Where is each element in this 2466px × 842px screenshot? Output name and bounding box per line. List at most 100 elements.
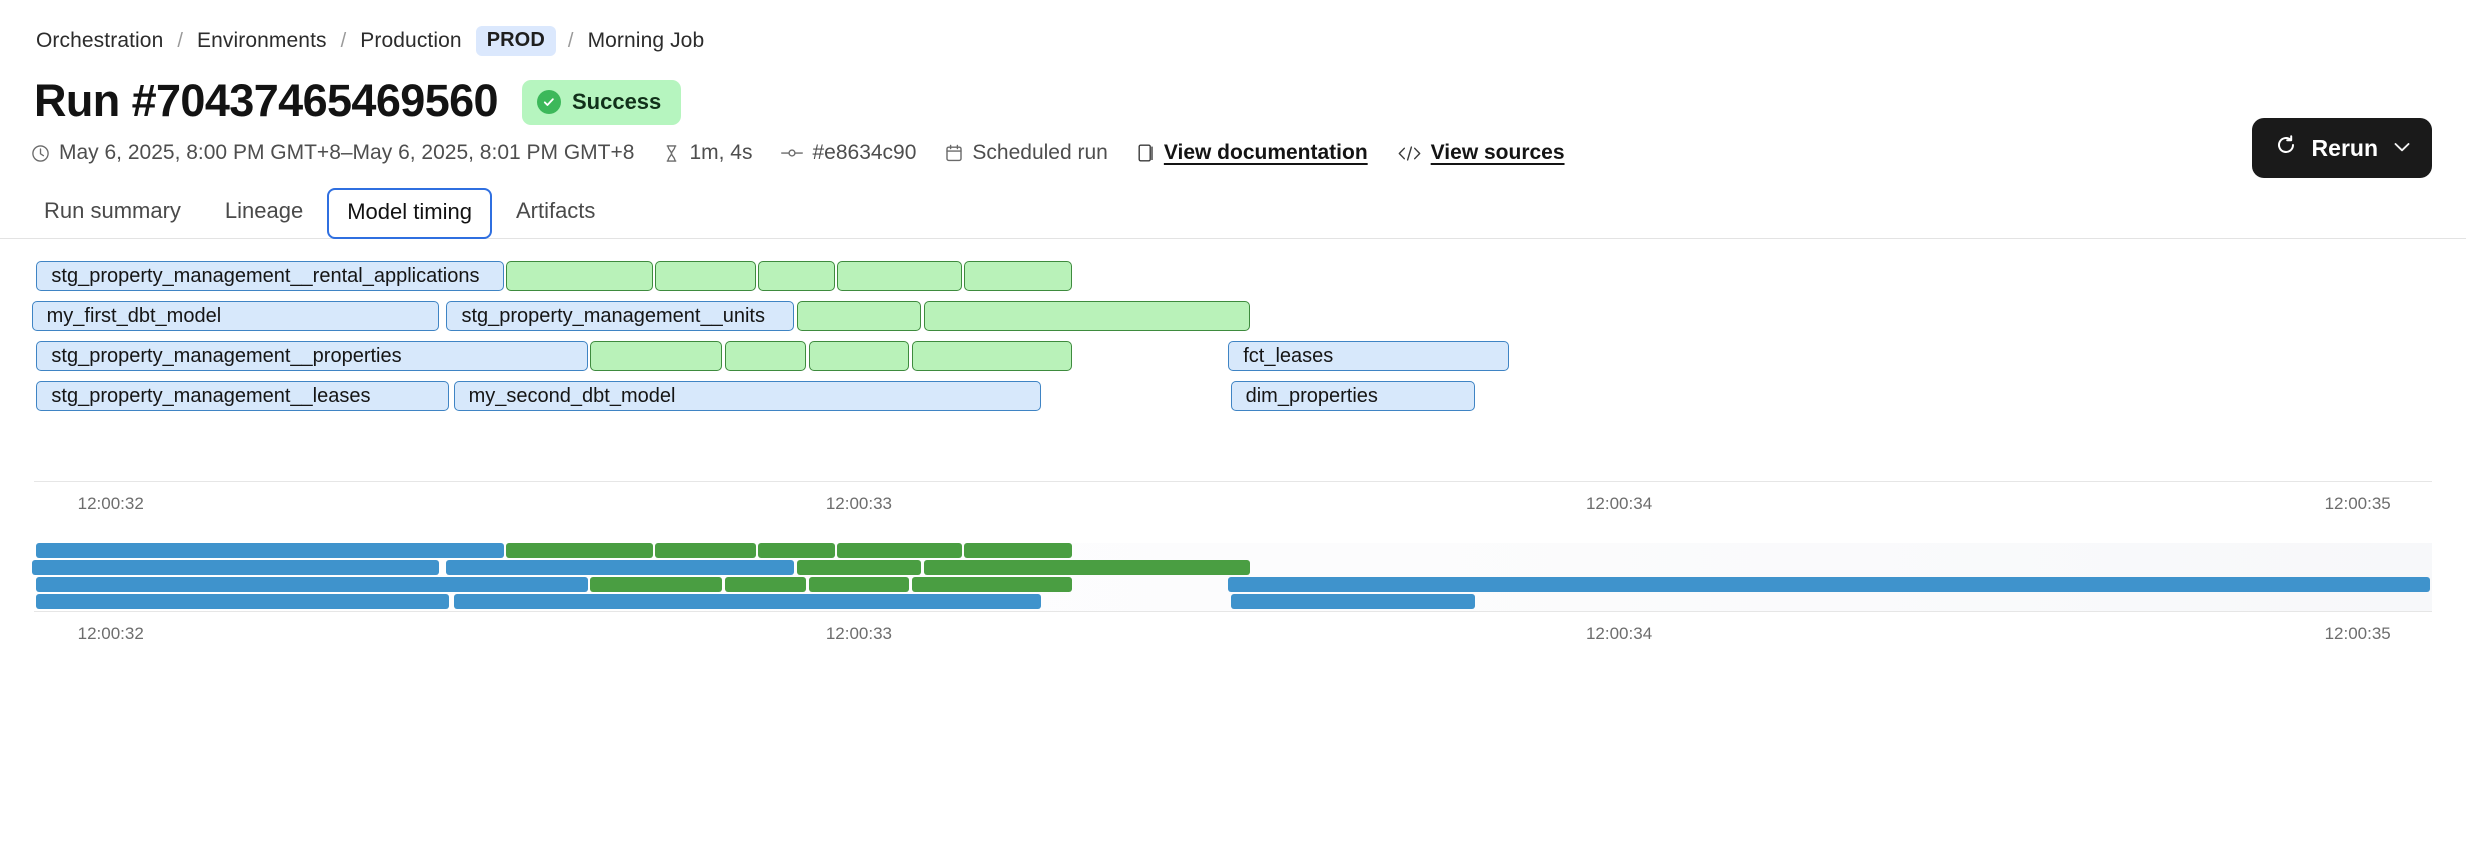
axis-tick-label: 12:00:34	[1585, 624, 1653, 643]
meta-sources[interactable]: View sources	[1397, 141, 1565, 165]
tab-artifacts[interactable]: Artifacts	[515, 198, 596, 223]
minimap-row	[34, 577, 2432, 592]
tab-run-summary[interactable]: Run summary	[44, 198, 181, 223]
breadcrumb-item-production[interactable]: Production	[360, 29, 462, 52]
gantt-bar-model[interactable]: my_first_dbt_model	[31, 301, 440, 331]
gantt-bar-model[interactable]: dim_properties	[1230, 381, 1476, 411]
gantt-row: stg_property_management__rental_applicat…	[34, 261, 2432, 291]
environment-badge-prod: PROD	[475, 26, 556, 56]
book-icon	[1137, 143, 1155, 163]
tab-bar: Run summary Lineage Model timing Artifac…	[0, 165, 2466, 239]
minimap-bar-model[interactable]	[1228, 577, 2430, 592]
axis-tick-label: 12:00:33	[825, 624, 892, 643]
minimap-bar-model[interactable]	[36, 543, 504, 558]
meta-timerange-label: May 6, 2025, 8:00 PM GMT+8–May 6, 2025, …	[59, 141, 635, 164]
commit-icon	[781, 145, 804, 161]
minimap-row	[34, 543, 2432, 558]
minimap-bar-test[interactable]	[590, 577, 723, 592]
gantt-bar-test[interactable]	[796, 301, 922, 331]
rerun-button[interactable]: Rerun	[2251, 118, 2432, 178]
minimap-bar-test[interactable]	[655, 543, 756, 558]
code-icon	[1397, 145, 1422, 162]
minimap-bar-model[interactable]	[31, 560, 440, 575]
breadcrumb-item-orchestration[interactable]: Orchestration	[36, 29, 164, 52]
meta-timerange: May 6, 2025, 8:00 PM GMT+8–May 6, 2025, …	[31, 141, 634, 165]
rerun-button-label: Rerun	[2311, 134, 2378, 161]
minimap-bar-model[interactable]	[36, 577, 588, 592]
view-documentation-link[interactable]: View documentation	[1163, 141, 1368, 164]
hourglass-icon	[663, 144, 680, 163]
meta-duration-label: 1m, 4s	[689, 141, 753, 164]
page-title: Run #70437465469560	[34, 74, 499, 126]
breadcrumb-item-environments[interactable]: Environments	[197, 29, 327, 52]
gantt-bar-model[interactable]: stg_property_management__rental_applicat…	[36, 261, 504, 291]
refresh-icon	[2274, 133, 2298, 163]
meta-trigger-label: Scheduled run	[972, 141, 1108, 164]
breadcrumb-item-morning-job[interactable]: Morning Job	[587, 29, 705, 52]
gantt-bar-label: dim_properties	[1245, 384, 1378, 407]
check-circle-icon	[536, 90, 561, 114]
breadcrumb: Orchestration / Environments / Productio…	[0, 0, 2466, 56]
meta-commit-label: #e8634c90	[812, 141, 917, 164]
breadcrumb-separator: /	[340, 29, 347, 52]
gantt-bar-test[interactable]	[758, 261, 835, 291]
gantt-row: stg_property_management__properties fct_l…	[34, 341, 2432, 371]
gantt-bar-test[interactable]	[837, 261, 963, 291]
gantt-bar-label: stg_property_management__properties	[51, 344, 402, 367]
status-badge-label: Success	[571, 89, 662, 114]
gantt-bar-test[interactable]	[506, 261, 653, 291]
gantt-row: my_first_dbt_model stg_property_managemen…	[31, 301, 2432, 331]
gantt-bar-label: my_first_dbt_model	[46, 304, 222, 327]
gantt-bar-test[interactable]	[590, 341, 723, 371]
tab-lineage[interactable]: Lineage	[224, 198, 304, 223]
tab-model-timing[interactable]: Model timing	[327, 188, 492, 239]
gantt-bar-test[interactable]	[923, 301, 1250, 331]
gantt-bar-label: stg_property_management__rental_applicat…	[51, 264, 480, 287]
minimap-bar-test[interactable]	[911, 577, 1073, 592]
breadcrumb-separator: /	[177, 29, 184, 52]
meta-documentation[interactable]: View documentation	[1137, 141, 1368, 165]
gantt-bar-test[interactable]	[655, 261, 756, 291]
axis-tick-label: 12:00:32	[77, 494, 144, 513]
view-sources-link[interactable]: View sources	[1430, 141, 1565, 164]
minimap-rows[interactable]	[31, 543, 2432, 611]
minimap-bar-test[interactable]	[758, 543, 835, 558]
gantt-bar-model[interactable]: fct_leases	[1228, 341, 1509, 371]
gantt-bar-model[interactable]: my_second_dbt_model	[453, 381, 1042, 411]
meta-commit: #e8634c90	[781, 141, 916, 165]
axis-tick-label: 12:00:35	[2324, 494, 2391, 513]
minimap-bar-test[interactable]	[796, 560, 922, 575]
minimap-bar-model[interactable]	[36, 594, 449, 609]
minimap-bar-test[interactable]	[724, 577, 807, 592]
status-badge: Success	[521, 80, 682, 125]
minimap-bar-test[interactable]	[923, 560, 1250, 575]
minimap-bar-model[interactable]	[1230, 594, 1476, 609]
minimap-bar-test[interactable]	[964, 543, 1073, 558]
minimap-bar-test[interactable]	[808, 577, 910, 592]
minimap-bar-model[interactable]	[453, 594, 1042, 609]
gantt-row: stg_property_management__leases my_second…	[34, 381, 2432, 411]
run-metadata: May 6, 2025, 8:00 PM GMT+8–May 6, 2025, …	[0, 125, 2466, 165]
gantt-bar-test[interactable]	[964, 261, 1073, 291]
minimap-bar-model[interactable]	[446, 560, 795, 575]
gantt-bar-model[interactable]: stg_property_management__properties	[36, 341, 588, 371]
breadcrumb-separator: /	[567, 29, 574, 52]
minimap-bar-test[interactable]	[506, 543, 653, 558]
chevron-down-icon[interactable]	[2394, 138, 2410, 158]
minimap-row	[31, 560, 2432, 575]
gantt-bar-label: stg_property_management__leases	[51, 384, 371, 407]
gantt-bar-model[interactable]: stg_property_management__units	[446, 301, 795, 331]
gantt-bar-test[interactable]	[911, 341, 1073, 371]
gantt-bar-test[interactable]	[724, 341, 807, 371]
axis-tick-label: 12:00:32	[77, 624, 144, 643]
meta-duration: 1m, 4s	[663, 141, 752, 165]
minimap-bar-test[interactable]	[837, 543, 963, 558]
clock-icon	[31, 144, 50, 163]
gantt-bar-model[interactable]: stg_property_management__leases	[36, 381, 449, 411]
gantt-bar-test[interactable]	[808, 341, 910, 371]
calendar-icon	[945, 144, 963, 163]
minimap-row	[34, 594, 2432, 609]
axis-tick-label: 12:00:33	[825, 494, 892, 513]
